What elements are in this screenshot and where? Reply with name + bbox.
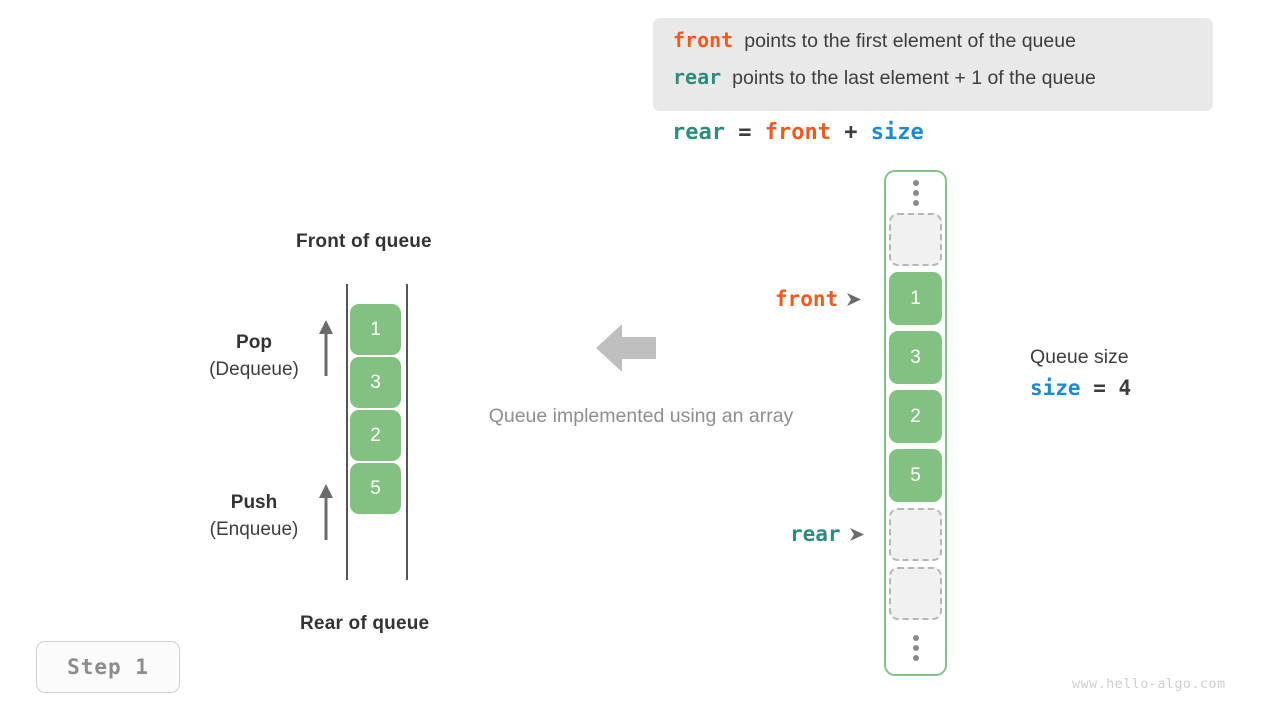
- array-slot-filled: 3: [889, 331, 942, 384]
- legend-box: front points to the first element of the…: [653, 18, 1213, 111]
- pop-subtitle: (Dequeue): [209, 359, 299, 380]
- array-container: [884, 170, 947, 676]
- array-slot-filled: 2: [889, 390, 942, 443]
- array-slot-empty: [889, 213, 942, 266]
- push-title: Push: [230, 492, 278, 513]
- array-slot-filled: 5: [889, 449, 942, 502]
- pointer-rear: rear: [790, 522, 864, 546]
- legend-line-rear: rear points to the last element + 1 of t…: [673, 65, 1193, 102]
- formula-plus: +: [830, 120, 871, 145]
- push-up-arrow-icon: [319, 484, 333, 540]
- queue-cell: 3: [350, 357, 401, 408]
- legend-keyword-front: front: [673, 28, 734, 52]
- pointer-front: front: [775, 287, 862, 311]
- push-operation-group: Push (Enqueue): [175, 490, 333, 544]
- step-badge: Step 1: [36, 641, 180, 693]
- queue-size-equals: =: [1080, 376, 1119, 400]
- queue-size-value: 4: [1118, 376, 1132, 400]
- queue-size-equation: size = 4: [1030, 372, 1131, 404]
- formula-term-size: size: [870, 120, 924, 145]
- pop-up-arrow-icon: [319, 320, 333, 376]
- queue-size-title: Queue size: [1030, 346, 1129, 368]
- legend-keyword-rear: rear: [673, 65, 722, 89]
- pointer-arrow-icon: [849, 527, 864, 541]
- legend-line-front: front points to the first element of the…: [673, 28, 1193, 65]
- legend-text-front: points to the first element of the queue: [744, 30, 1076, 52]
- formula-term-rear: rear: [672, 120, 725, 145]
- queue-size-var: size: [1030, 376, 1081, 400]
- queue-cell: 5: [350, 463, 401, 514]
- front-of-queue-label: Front of queue: [296, 231, 432, 252]
- pop-operation-group: Pop (Dequeue): [175, 330, 333, 384]
- queue-cell: 2: [350, 410, 401, 461]
- array-slot-empty: [889, 508, 942, 561]
- pointer-arrow-icon: [847, 292, 862, 306]
- watermark: www.hello-algo.com: [1072, 676, 1226, 692]
- left-arrow-icon: [596, 324, 656, 372]
- legend-text-rear: points to the last element + 1 of the qu…: [732, 67, 1096, 89]
- queue-cell: 1: [350, 304, 401, 355]
- center-caption: Queue implemented using an array: [488, 405, 794, 427]
- pointer-front-label: front: [775, 287, 839, 311]
- pop-title: Pop: [236, 332, 272, 353]
- array-ellipsis-bottom: [911, 635, 920, 661]
- pointer-rear-label: rear: [790, 522, 841, 546]
- queue-rail-left: [346, 284, 348, 580]
- formula-term-front: front: [764, 120, 831, 145]
- array-ellipsis-top: [911, 180, 920, 206]
- queue-size-note: Queue size size = 4: [1030, 343, 1131, 404]
- formula-rear-equals-front-plus-size: rear = front + size: [672, 120, 924, 145]
- rear-of-queue-label: Rear of queue: [300, 613, 430, 634]
- push-subtitle: (Enqueue): [209, 519, 299, 540]
- array-slot-empty: [889, 567, 942, 620]
- queue-rail-right: [406, 284, 408, 580]
- array-slot-filled: 1: [889, 272, 942, 325]
- formula-equals: =: [724, 120, 765, 145]
